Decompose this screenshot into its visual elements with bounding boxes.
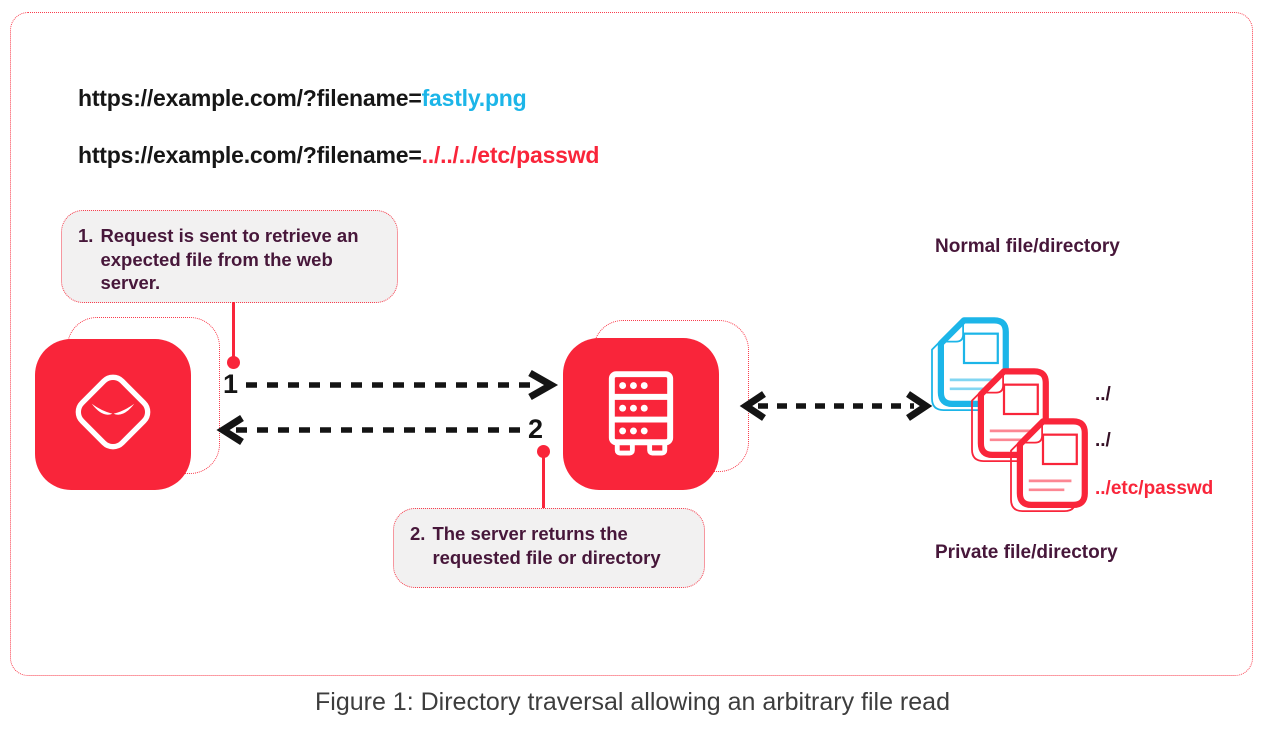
traversal-label-passwd: ../etc/passwd (1095, 478, 1214, 499)
figure-caption: Figure 1: Directory traversal allowing a… (315, 688, 950, 716)
attacker-box (35, 339, 191, 490)
traversal-label-1: ../ (1095, 384, 1111, 405)
private-files-label: Private file/directory (935, 542, 1118, 563)
callout-text: Request is sent to retrieve an expected … (100, 225, 359, 294)
server-box (563, 338, 719, 490)
callout-connector-line (232, 302, 235, 358)
connector-dot (226, 356, 240, 369)
callout-number: 1. (78, 225, 94, 246)
callout-request: 1. Request is sent to retrieve an expect… (61, 210, 398, 303)
callout-response: 2. The server returns the requested file… (393, 508, 705, 588)
url-filename-normal: fastly.png (421, 85, 527, 111)
url-example-traversal: https://example.com/?filename=../../../e… (78, 142, 599, 169)
request-arrow-label: 1 (223, 369, 239, 399)
callout-number: 2. (410, 523, 426, 544)
response-arrow-label: 2 (528, 414, 544, 444)
attacker-icon (54, 353, 172, 476)
diagram-dotted-frame (10, 12, 1253, 676)
url-prefix: https://example.com/?filename= (78, 85, 422, 111)
connector-dot (536, 445, 550, 458)
file-icon-private-2 (1010, 416, 1091, 512)
url-filename-traversal: ../../../etc/passwd (421, 142, 600, 168)
url-example-normal: https://example.com/?filename=fastly.png (78, 85, 527, 112)
request-arrow (246, 369, 559, 401)
server-icon (587, 358, 695, 471)
traversal-label-2: ../ (1095, 430, 1111, 451)
response-arrow (216, 415, 520, 445)
url-prefix: https://example.com/?filename= (78, 142, 422, 168)
callout-connector-line (542, 457, 545, 509)
exchange-arrow (739, 391, 933, 421)
callout-text: The server returns the requested file or… (432, 523, 661, 568)
normal-files-label: Normal file/directory (935, 236, 1120, 257)
